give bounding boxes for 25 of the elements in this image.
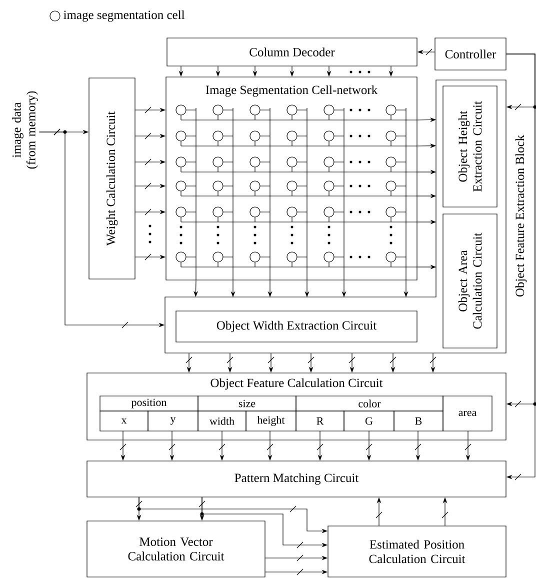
table-cell: area (442, 396, 492, 432)
table-cell: y (148, 410, 198, 432)
table-cell: width (198, 410, 246, 432)
circuit-box: Object Area Calculation Circuit (442, 214, 498, 348)
table-cell: size (198, 396, 296, 412)
table-cell: R (296, 410, 344, 432)
table-cell: height (246, 410, 296, 432)
circuit-box: Estimated Position Calculation Circuit (328, 526, 506, 578)
circuit-box: Weight Calculation Circuit (88, 78, 136, 280)
decoder-box: Column Decoder (166, 38, 418, 66)
circuit-box: Pattern Matching Circuit (86, 460, 506, 498)
legend-text: image segmentation cell (64, 10, 185, 22)
node-label: Object Feature Extraction Block (515, 134, 527, 297)
table-cell: color (296, 396, 444, 412)
table-cell: G (344, 410, 394, 432)
table-cell: x (100, 410, 148, 432)
circuit-box: Object Height Extraction Circuit (442, 86, 498, 208)
input-label: image data (from memory) (12, 91, 38, 169)
arrow (506, 54, 536, 480)
cell-network-box: Image Segmentation Cell-network (166, 76, 418, 280)
controller-box: Controller (434, 38, 506, 70)
circuit-box: Motion Vector Calculation Circuit (86, 520, 266, 578)
table-cell: position (100, 396, 198, 412)
table-cell: B (394, 410, 444, 432)
circuit-box: Object Width Extraction Circuit (176, 310, 418, 342)
